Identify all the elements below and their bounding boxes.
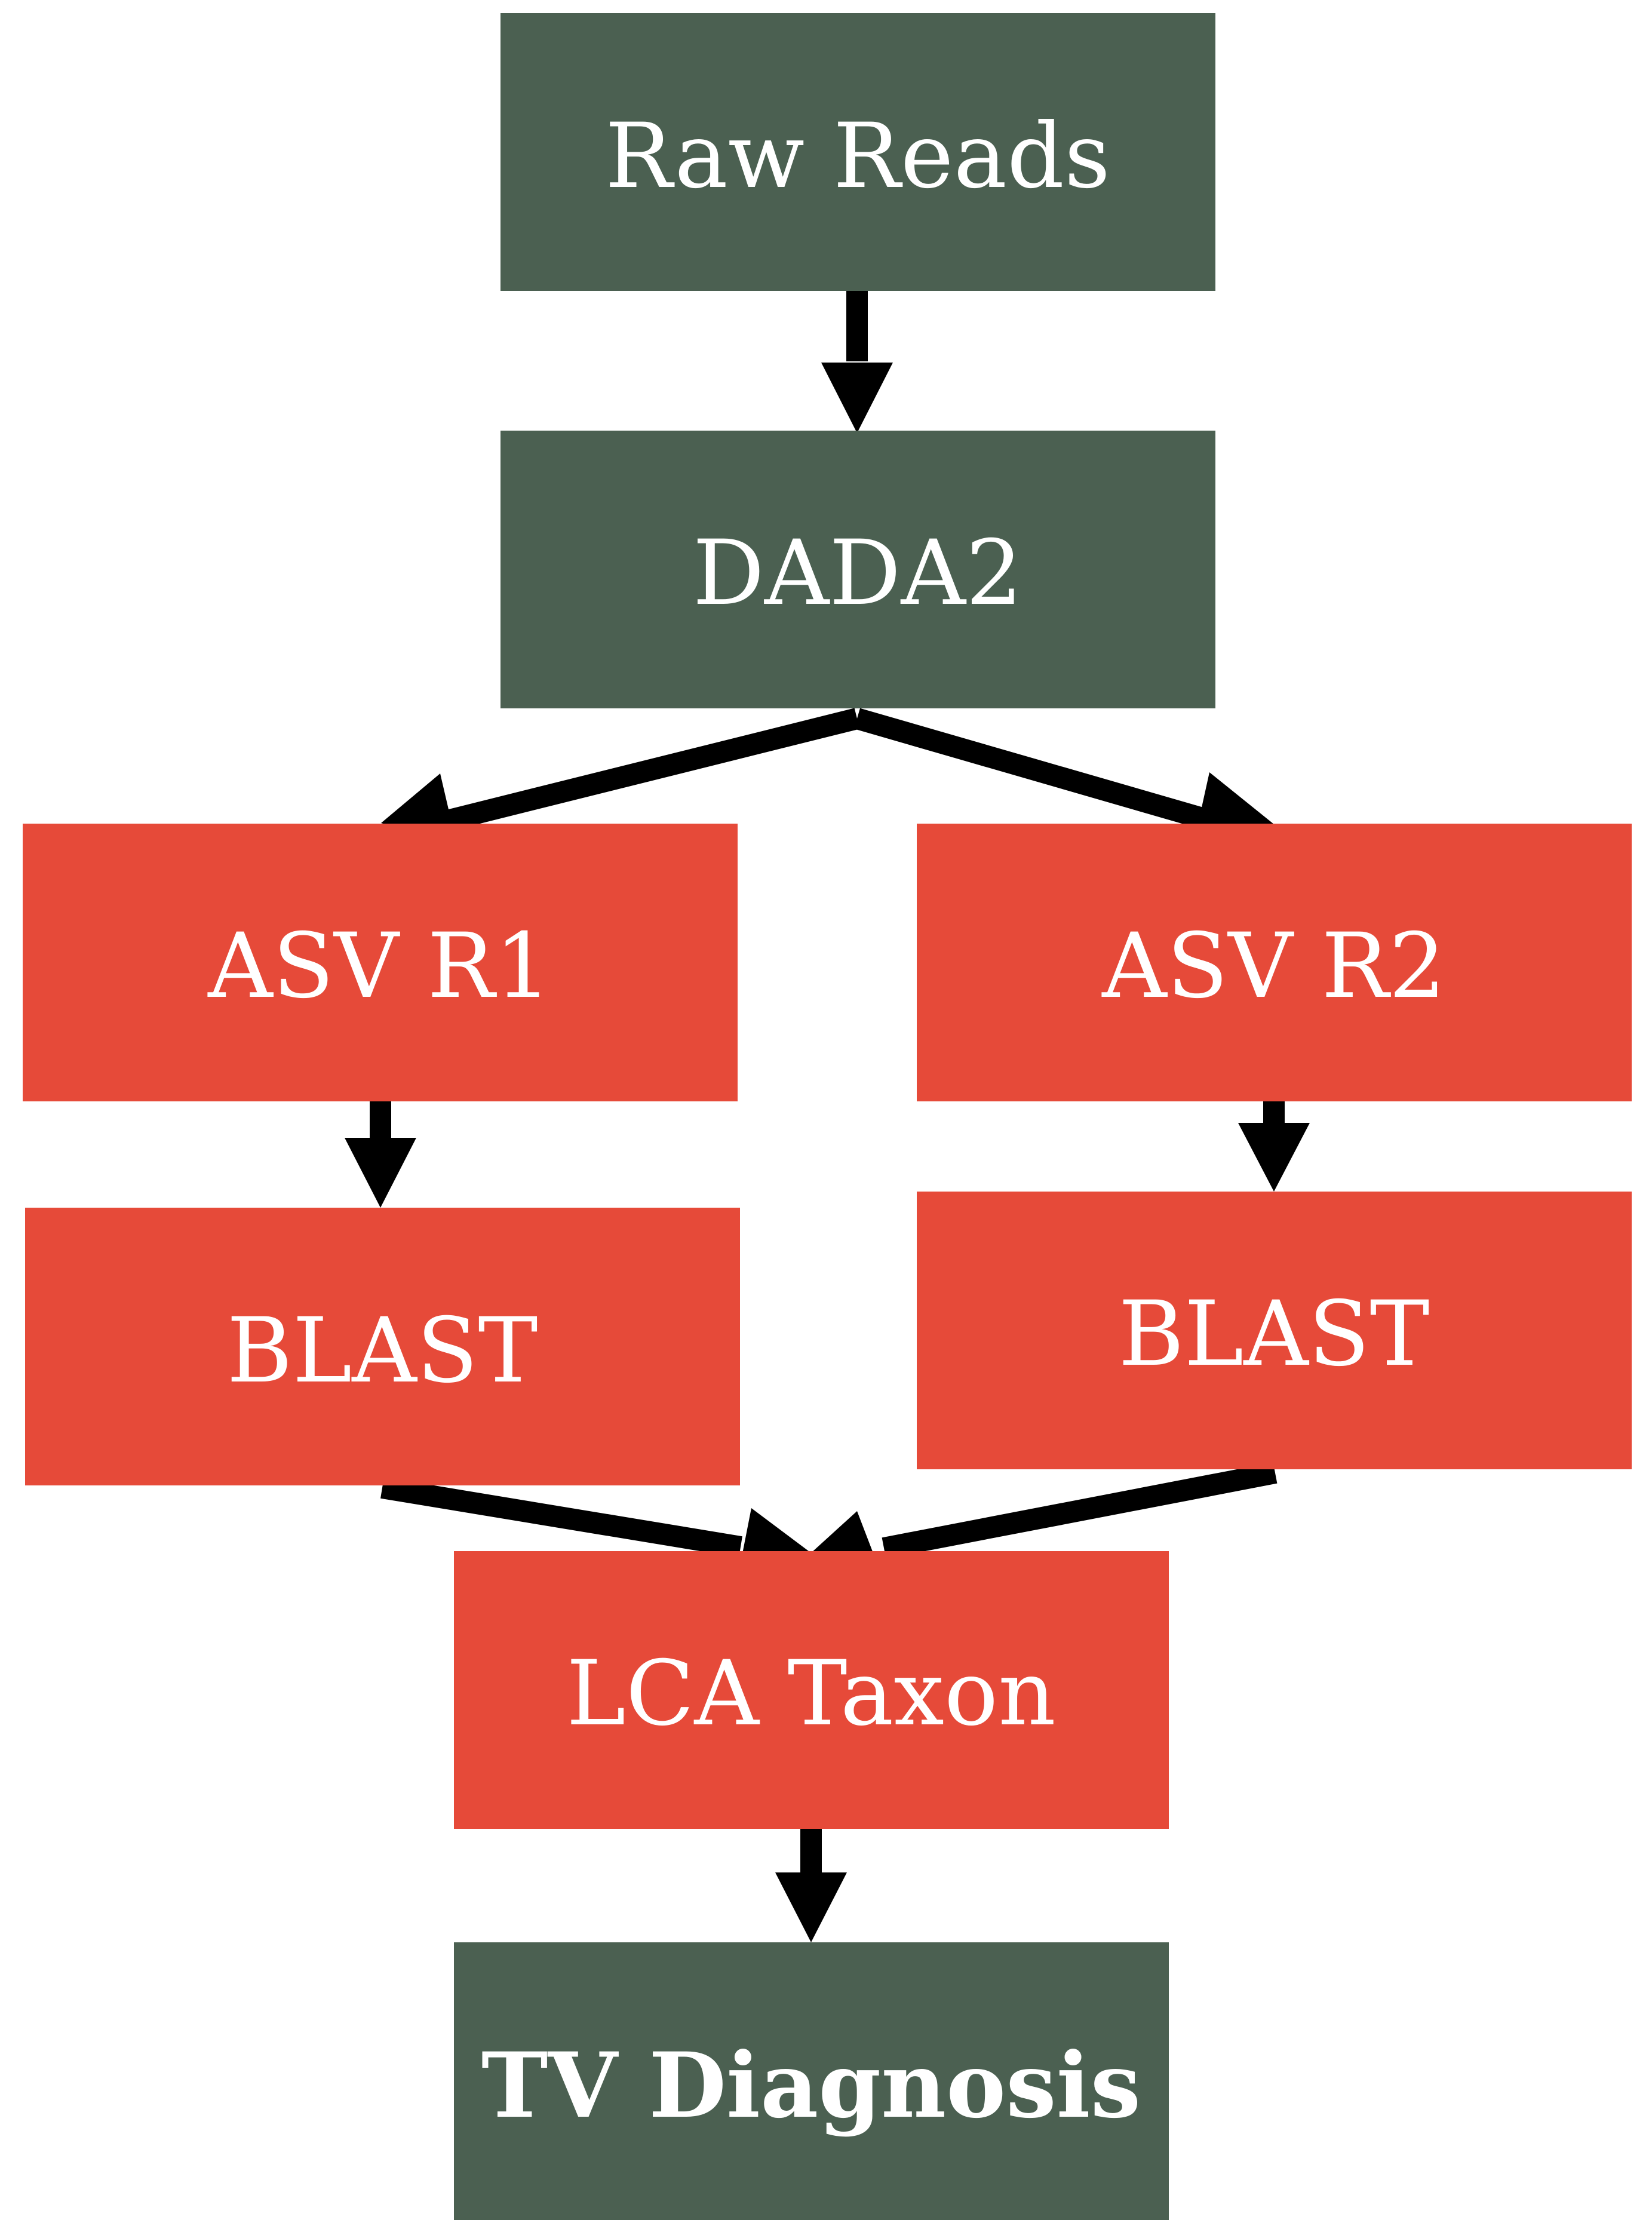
arrowhead-dada2	[821, 363, 893, 433]
arrowhead-tv-diagnosis	[775, 1872, 847, 1942]
node-tv-diagnosis-box	[454, 1942, 1169, 2220]
node-tv-diagnosis-label: TV Diagnosis	[481, 2033, 1141, 2138]
node-asv-r1-box	[23, 824, 738, 1101]
edge-dada2-to-asv-r2	[854, 708, 1215, 832]
node-asv-r1-label: ASV R1	[207, 914, 551, 1018]
node-blast-left: BLAST	[25, 1208, 740, 1485]
node-asv-r2-label: ASV R2	[1101, 914, 1445, 1018]
arrowhead-blast-right	[1238, 1123, 1310, 1192]
node-lca-taxon-box	[454, 1551, 1169, 1829]
node-raw-reads-box	[500, 13, 1215, 291]
node-dada2-box	[500, 431, 1215, 708]
node-raw-reads: Raw Reads	[500, 13, 1215, 291]
arrowhead-blast-left	[345, 1138, 416, 1208]
node-lca-taxon-label: LCA Taxon	[566, 1642, 1056, 1746]
node-asv-r2-box	[917, 824, 1632, 1101]
node-blast-right-label: BLAST	[1119, 1282, 1430, 1386]
edge-dada2-to-asv-r1	[442, 708, 860, 832]
node-blast-right-box	[917, 1192, 1632, 1469]
node-blast-left-box	[25, 1208, 740, 1485]
edge-blast-right-to-lca	[882, 1462, 1278, 1559]
node-tv-diagnosis: TV Diagnosis	[454, 1942, 1169, 2220]
node-asv-r1: ASV R1	[23, 824, 738, 1101]
edge-blast-left-to-lca	[380, 1477, 742, 1558]
node-asv-r2: ASV R2	[917, 824, 1632, 1101]
edges	[370, 291, 1285, 1881]
node-blast-right: BLAST	[917, 1192, 1632, 1469]
node-dada2: DADA2	[500, 431, 1215, 708]
node-dada2-label: DADA2	[693, 521, 1023, 625]
node-blast-left-label: BLAST	[227, 1299, 538, 1403]
node-raw-reads-label: Raw Reads	[605, 105, 1110, 208]
node-lca-taxon: LCA Taxon	[454, 1551, 1169, 1829]
